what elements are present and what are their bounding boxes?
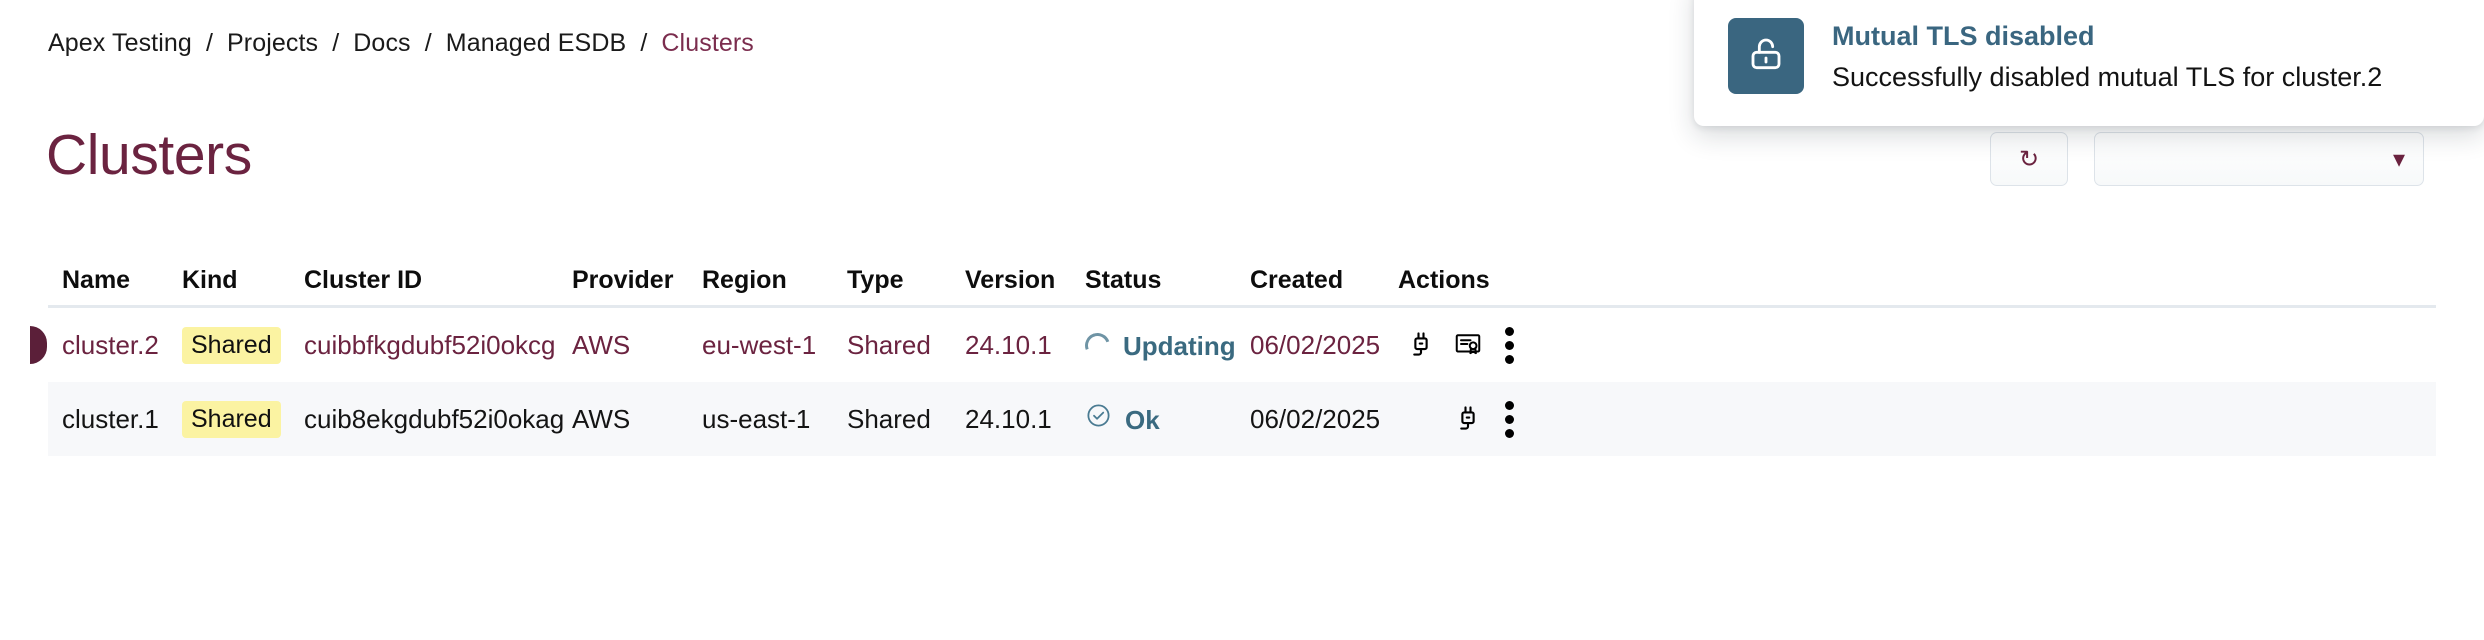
column-header-cluster-id[interactable]: Cluster ID — [304, 266, 423, 294]
column-header-actions: Actions — [1398, 266, 1490, 294]
breadcrumb-item-apex-testing[interactable]: Apex Testing — [48, 29, 192, 57]
column-header-name[interactable]: Name — [62, 266, 131, 294]
cell-status: Updating — [1080, 328, 1250, 362]
cell-type: Shared — [847, 403, 931, 434]
cell-region: us-east-1 — [702, 403, 811, 434]
cell-provider: AWS — [572, 403, 631, 434]
unlock-icon — [1746, 34, 1786, 79]
breadcrumb-separator: / — [424, 29, 432, 57]
cell-cluster-id[interactable]: cuibbfkgdubf52i0okcg — [304, 329, 556, 360]
breadcrumb-item-managed-esdb[interactable]: Managed ESDB — [445, 29, 627, 57]
filter-dropdown-button[interactable]: ▾ — [2094, 132, 2424, 186]
column-header-created[interactable]: Created — [1250, 266, 1344, 294]
cell-name[interactable]: cluster.2 — [62, 329, 159, 360]
table-row[interactable]: cluster.2 Shared cuibbfkgdubf52i0okcg AW… — [30, 308, 2436, 382]
breadcrumb: Apex Testing / Projects / Docs / Managed… — [48, 28, 754, 58]
connect-plug-icon — [1453, 403, 1483, 436]
check-circle-icon — [1085, 402, 1112, 436]
toast-title: Mutual TLS disabled — [1832, 21, 2095, 51]
cell-actions — [1398, 396, 1528, 442]
toast-icon-container — [1728, 18, 1804, 94]
connect-plug-icon-button[interactable] — [1445, 396, 1492, 442]
column-header-version[interactable]: Version — [965, 266, 1056, 294]
certificate-icon-button[interactable] — [1445, 322, 1492, 368]
column-header-type[interactable]: Type — [847, 266, 904, 294]
row-selected-indicator — [30, 326, 47, 364]
cell-kind: Shared — [182, 326, 304, 364]
connect-plug-icon — [1406, 329, 1436, 362]
cell-actions — [1398, 322, 1528, 368]
toast-message: Successfully disabled mutual TLS for clu… — [1832, 62, 2383, 93]
breadcrumb-separator: / — [332, 29, 340, 57]
breadcrumb-separator: / — [205, 29, 213, 57]
refresh-icon: ↻ — [2018, 145, 2040, 173]
action-spacer — [1398, 396, 1445, 442]
kind-badge: Shared — [182, 326, 281, 364]
status-badge: Ok — [1125, 404, 1160, 435]
more-options-icon — [1505, 400, 1515, 438]
column-header-status[interactable]: Status — [1085, 266, 1162, 294]
page-toolbar: ↻ ▾ — [1990, 132, 2424, 186]
status-badge: Updating — [1123, 330, 1236, 361]
more-options-icon-button[interactable] — [1491, 396, 1528, 442]
certificate-icon — [1453, 329, 1483, 362]
cell-version: 24.10.1 — [965, 403, 1052, 434]
breadcrumb-separator: / — [640, 29, 648, 57]
cell-kind: Shared — [182, 400, 304, 438]
breadcrumb-item-clusters[interactable]: Clusters — [661, 29, 754, 57]
column-header-kind[interactable]: Kind — [182, 266, 238, 294]
cell-provider: AWS — [572, 329, 631, 360]
refresh-button[interactable]: ↻ — [1990, 132, 2068, 186]
chevron-down-icon: ▾ — [2392, 145, 2405, 173]
cell-status: Ok — [1085, 402, 1250, 436]
column-header-provider[interactable]: Provider — [572, 266, 674, 294]
kind-badge: Shared — [182, 400, 281, 438]
column-header-region[interactable]: Region — [702, 266, 787, 294]
toast-notification[interactable]: Mutual TLS disabled Successfully disable… — [1694, 0, 2484, 127]
more-options-icon-button[interactable] — [1491, 322, 1528, 368]
cell-name[interactable]: cluster.1 — [62, 403, 159, 434]
breadcrumb-item-projects[interactable]: Projects — [227, 29, 319, 57]
clusters-table: Name Kind Cluster ID Provider Region Typ… — [30, 246, 2436, 456]
table-row[interactable]: cluster.1 Shared cuib8ekgdubf52i0okag AW… — [48, 382, 2436, 456]
cell-version: 24.10.1 — [965, 329, 1052, 360]
cell-type: Shared — [847, 329, 931, 360]
cell-cluster-id[interactable]: cuib8ekgdubf52i0okag — [304, 403, 565, 434]
connect-plug-icon-button[interactable] — [1398, 322, 1445, 368]
cell-created: 06/02/2025 — [1250, 329, 1381, 360]
toast-body: Mutual TLS disabled Successfully disable… — [1832, 18, 2382, 96]
page-title: Clusters — [46, 123, 252, 188]
table-header-row: Name Kind Cluster ID Provider Region Typ… — [48, 246, 2436, 308]
more-options-icon — [1505, 326, 1515, 364]
breadcrumb-item-docs[interactable]: Docs — [353, 29, 411, 57]
cell-region: eu-west-1 — [702, 329, 817, 360]
cell-created: 06/02/2025 — [1250, 403, 1381, 434]
spinner-icon — [1080, 328, 1115, 362]
